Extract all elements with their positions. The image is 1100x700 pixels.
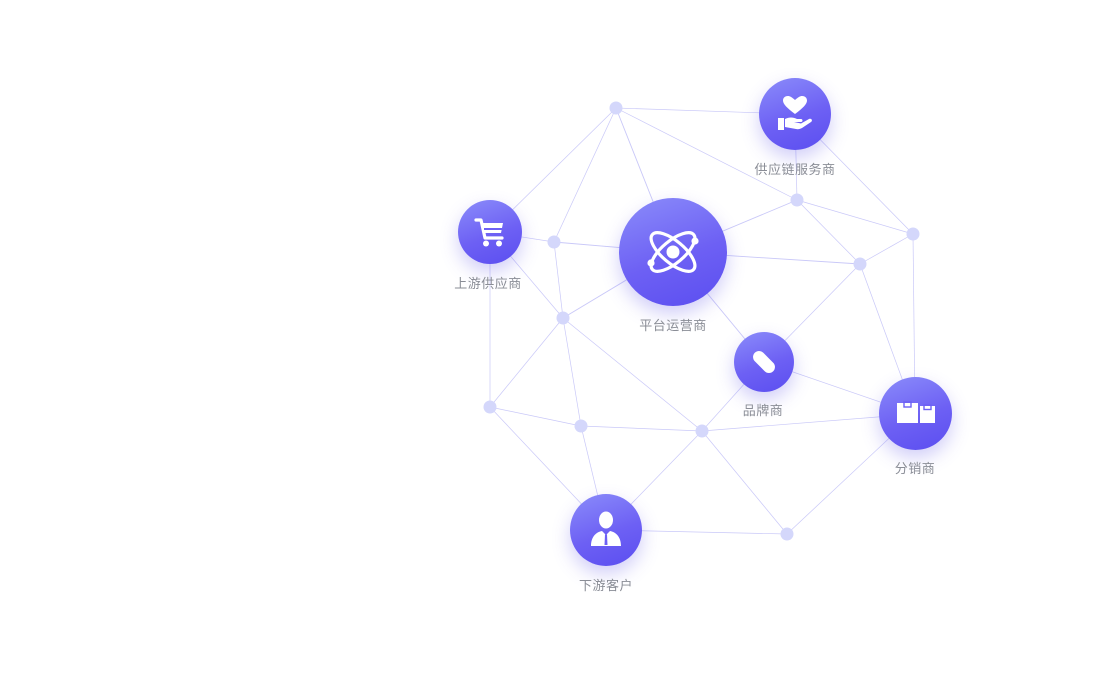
network-junction-dot xyxy=(695,424,709,438)
network-link xyxy=(489,406,582,427)
network-junction-dot xyxy=(609,101,623,115)
downstream-customer-node[interactable] xyxy=(570,494,642,566)
network-link xyxy=(796,199,861,265)
network-link xyxy=(562,317,703,432)
supply-chain-node[interactable] xyxy=(759,78,831,150)
distributor-node[interactable] xyxy=(879,377,952,450)
network-link xyxy=(553,107,617,243)
distributor-label: 分销商 xyxy=(894,462,936,477)
customer-icon xyxy=(591,511,621,546)
network-link xyxy=(562,317,582,427)
brand-node[interactable] xyxy=(734,332,794,392)
capsule-icon xyxy=(753,351,775,373)
network-junction-dot xyxy=(483,400,497,414)
supply-chain-label: 供应链服务商 xyxy=(754,163,836,178)
atom-icon xyxy=(647,231,699,273)
network-junction-dot xyxy=(574,419,588,433)
network-junction-dot xyxy=(556,311,570,325)
shopping-cart-icon xyxy=(474,218,504,247)
network-junction-dot xyxy=(780,527,794,541)
network-link xyxy=(553,241,564,319)
network-junction-dot xyxy=(790,193,804,207)
network-junction-dot xyxy=(547,235,561,249)
network-junction-dot xyxy=(906,227,920,241)
platform-operator-label: 平台运营商 xyxy=(639,319,707,334)
network-link xyxy=(489,317,564,408)
network-link xyxy=(701,430,788,535)
platform-operator-node[interactable] xyxy=(619,198,727,306)
network-link xyxy=(796,199,914,235)
network-link xyxy=(615,107,798,201)
upstream-supplier-label: 上游供应商 xyxy=(454,277,522,292)
network-junction-dot xyxy=(853,257,867,271)
brand-label: 品牌商 xyxy=(742,404,784,419)
heart-hand-icon xyxy=(778,96,812,130)
network-link xyxy=(580,425,703,432)
network-link xyxy=(859,233,914,265)
upstream-supplier-node[interactable] xyxy=(458,200,522,264)
boxes-icon xyxy=(896,400,935,423)
downstream-customer-label: 下游客户 xyxy=(578,579,634,594)
